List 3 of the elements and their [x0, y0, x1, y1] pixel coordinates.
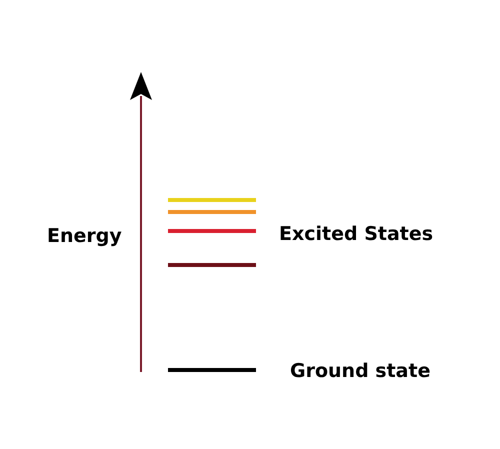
level-label: Ground state	[290, 362, 430, 381]
axis-label: Energy	[47, 227, 122, 246]
level-label: Excited States	[279, 225, 434, 244]
